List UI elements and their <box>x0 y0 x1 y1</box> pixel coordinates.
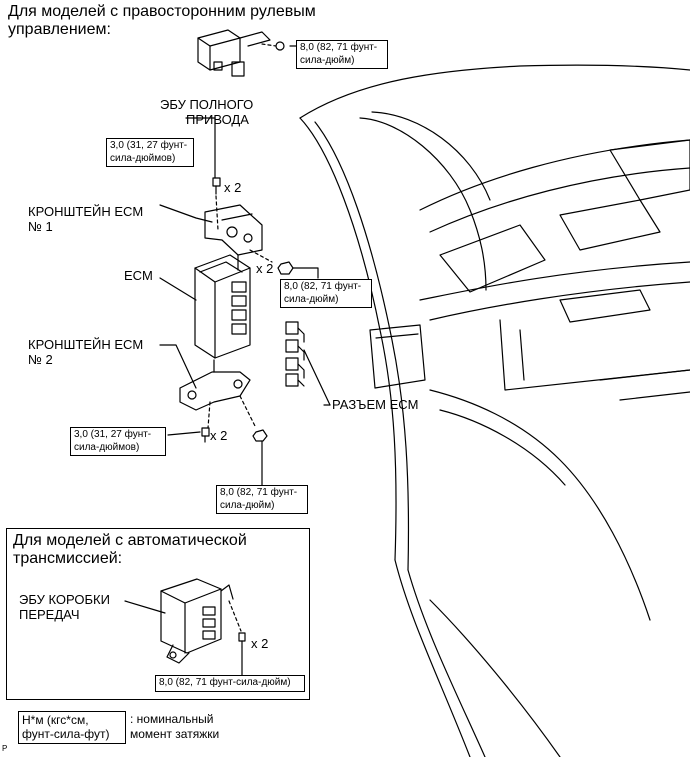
bracket-1-drawing <box>204 204 273 271</box>
awd-ecu-label-line-1: ЭБУ ПОЛНОГО <box>160 97 254 112</box>
legend-unit-box: Н*м (кгс*см, фунт-сила-фут) <box>18 711 126 744</box>
header-line-1: Для моделей с правосторонним рулевым <box>8 3 316 20</box>
right-nut-qty: x 2 <box>256 261 274 276</box>
torque-spec-line-1: 3,0 (31, 27 фунт- <box>74 429 152 440</box>
torque-spec-awd-nut: 8,0 (82, 71 фунт- сила-дюйм) <box>296 40 388 69</box>
sub-section-title: Для моделей с автоматической трансмиссие… <box>13 532 247 569</box>
torque-spec-line-1: 8,0 (82, 71 фунт- <box>284 281 362 292</box>
lower-bolt-qty: x 2 <box>210 428 228 443</box>
torque-spec-line-1: 3,0 (31, 27 фунт- <box>110 140 188 151</box>
torque-spec-line-2: сила-дюймов) <box>110 152 176 164</box>
automatic-transmission-section: Для моделей с автоматической трансмиссие… <box>6 528 310 700</box>
torque-spec-upper-bolt: 3,0 (31, 27 фунт- сила-дюймов) <box>106 138 194 167</box>
lower-fasteners-drawing <box>201 427 268 443</box>
bracket-2-drawing <box>179 359 257 429</box>
torque-spec-right-nut: 8,0 (82, 71 фунт- сила-дюйм) <box>280 279 372 308</box>
dashboard-outline <box>299 64 690 757</box>
tcu-label-line-2: ПЕРЕДАЧ <box>19 606 80 622</box>
bracket-2-label: КРОНШТЕЙН ECM № 2 <box>28 337 144 368</box>
legend-unit-line-2: фунт-сила-фут) <box>22 727 110 742</box>
tcu-artwork <box>124 578 246 676</box>
upper-bolt-drawing <box>212 177 221 231</box>
torque-spec-tcu: 8,0 (82, 71 фунт-сила-дюйм) <box>155 675 305 692</box>
tcu-label-line-1: ЭБУ КОРОБКИ <box>19 592 110 607</box>
torque-spec-line-2: сила-дюймов) <box>74 441 140 453</box>
upper-bolt-qty: x 2 <box>224 180 242 195</box>
bracket-1-label-line-2: № 1 <box>28 218 53 234</box>
sub-section-title-line-1: Для моделей с автоматической <box>13 532 247 549</box>
leader-lines <box>159 45 331 486</box>
torque-spec-line-1: 8,0 (82, 71 фунт-сила-дюйм) <box>159 677 291 688</box>
tcu-bolt-qty: x 2 <box>251 636 269 651</box>
legend-unit-line-1: Н*м (кгс*см, <box>22 713 89 727</box>
awd-ecu-label: ЭБУ ПОЛНОГО ПРИВОДА <box>160 97 254 128</box>
ecm-connector-drawing <box>285 321 331 406</box>
torque-spec-lower-bolt: 3,0 (31, 27 фунт- сила-дюймов) <box>70 427 166 456</box>
sub-section-title-line-2: трансмиссией: <box>13 550 123 568</box>
torque-spec-line-2: сила-дюйм) <box>300 54 355 66</box>
header-line-2: управлением: <box>8 21 111 39</box>
ecm-drawing <box>194 254 251 359</box>
right-nut-drawing <box>277 261 294 275</box>
legend-desc-line-1: : номинальный <box>130 712 214 726</box>
legend-description: : номинальный момент затяжки <box>130 712 219 742</box>
torque-spec-lower-nut: 8,0 (82, 71 фунт- сила-дюйм) <box>216 485 308 514</box>
tcu-label: ЭБУ КОРОБКИ ПЕРЕДАЧ <box>19 592 110 623</box>
corner-mark: P <box>2 744 8 753</box>
awd-ecu-drawing <box>197 29 285 77</box>
bracket-1-label-line-1: КРОНШТЕЙН ECM <box>28 204 144 219</box>
bracket-2-label-line-1: КРОНШТЕЙН ECM <box>28 337 144 352</box>
bracket-2-label-line-2: № 2 <box>28 351 53 367</box>
header-note: Для моделей с правосторонним рулевым упр… <box>8 3 316 40</box>
awd-ecu-label-line-2: ПРИВОДА <box>186 111 249 127</box>
ecm-connector-label: РАЗЪЕМ ECM <box>332 397 419 412</box>
torque-spec-line-1: 8,0 (82, 71 фунт- <box>300 42 378 53</box>
torque-spec-line-2: сила-дюйм) <box>220 499 275 511</box>
ecm-label: ECM <box>124 268 153 283</box>
torque-spec-line-1: 8,0 (82, 71 фунт- <box>220 487 298 498</box>
bracket-1-label: КРОНШТЕЙН ECM № 1 <box>28 204 144 235</box>
legend-desc-line-2: момент затяжки <box>130 727 220 741</box>
torque-spec-line-2: сила-дюйм) <box>284 293 339 305</box>
